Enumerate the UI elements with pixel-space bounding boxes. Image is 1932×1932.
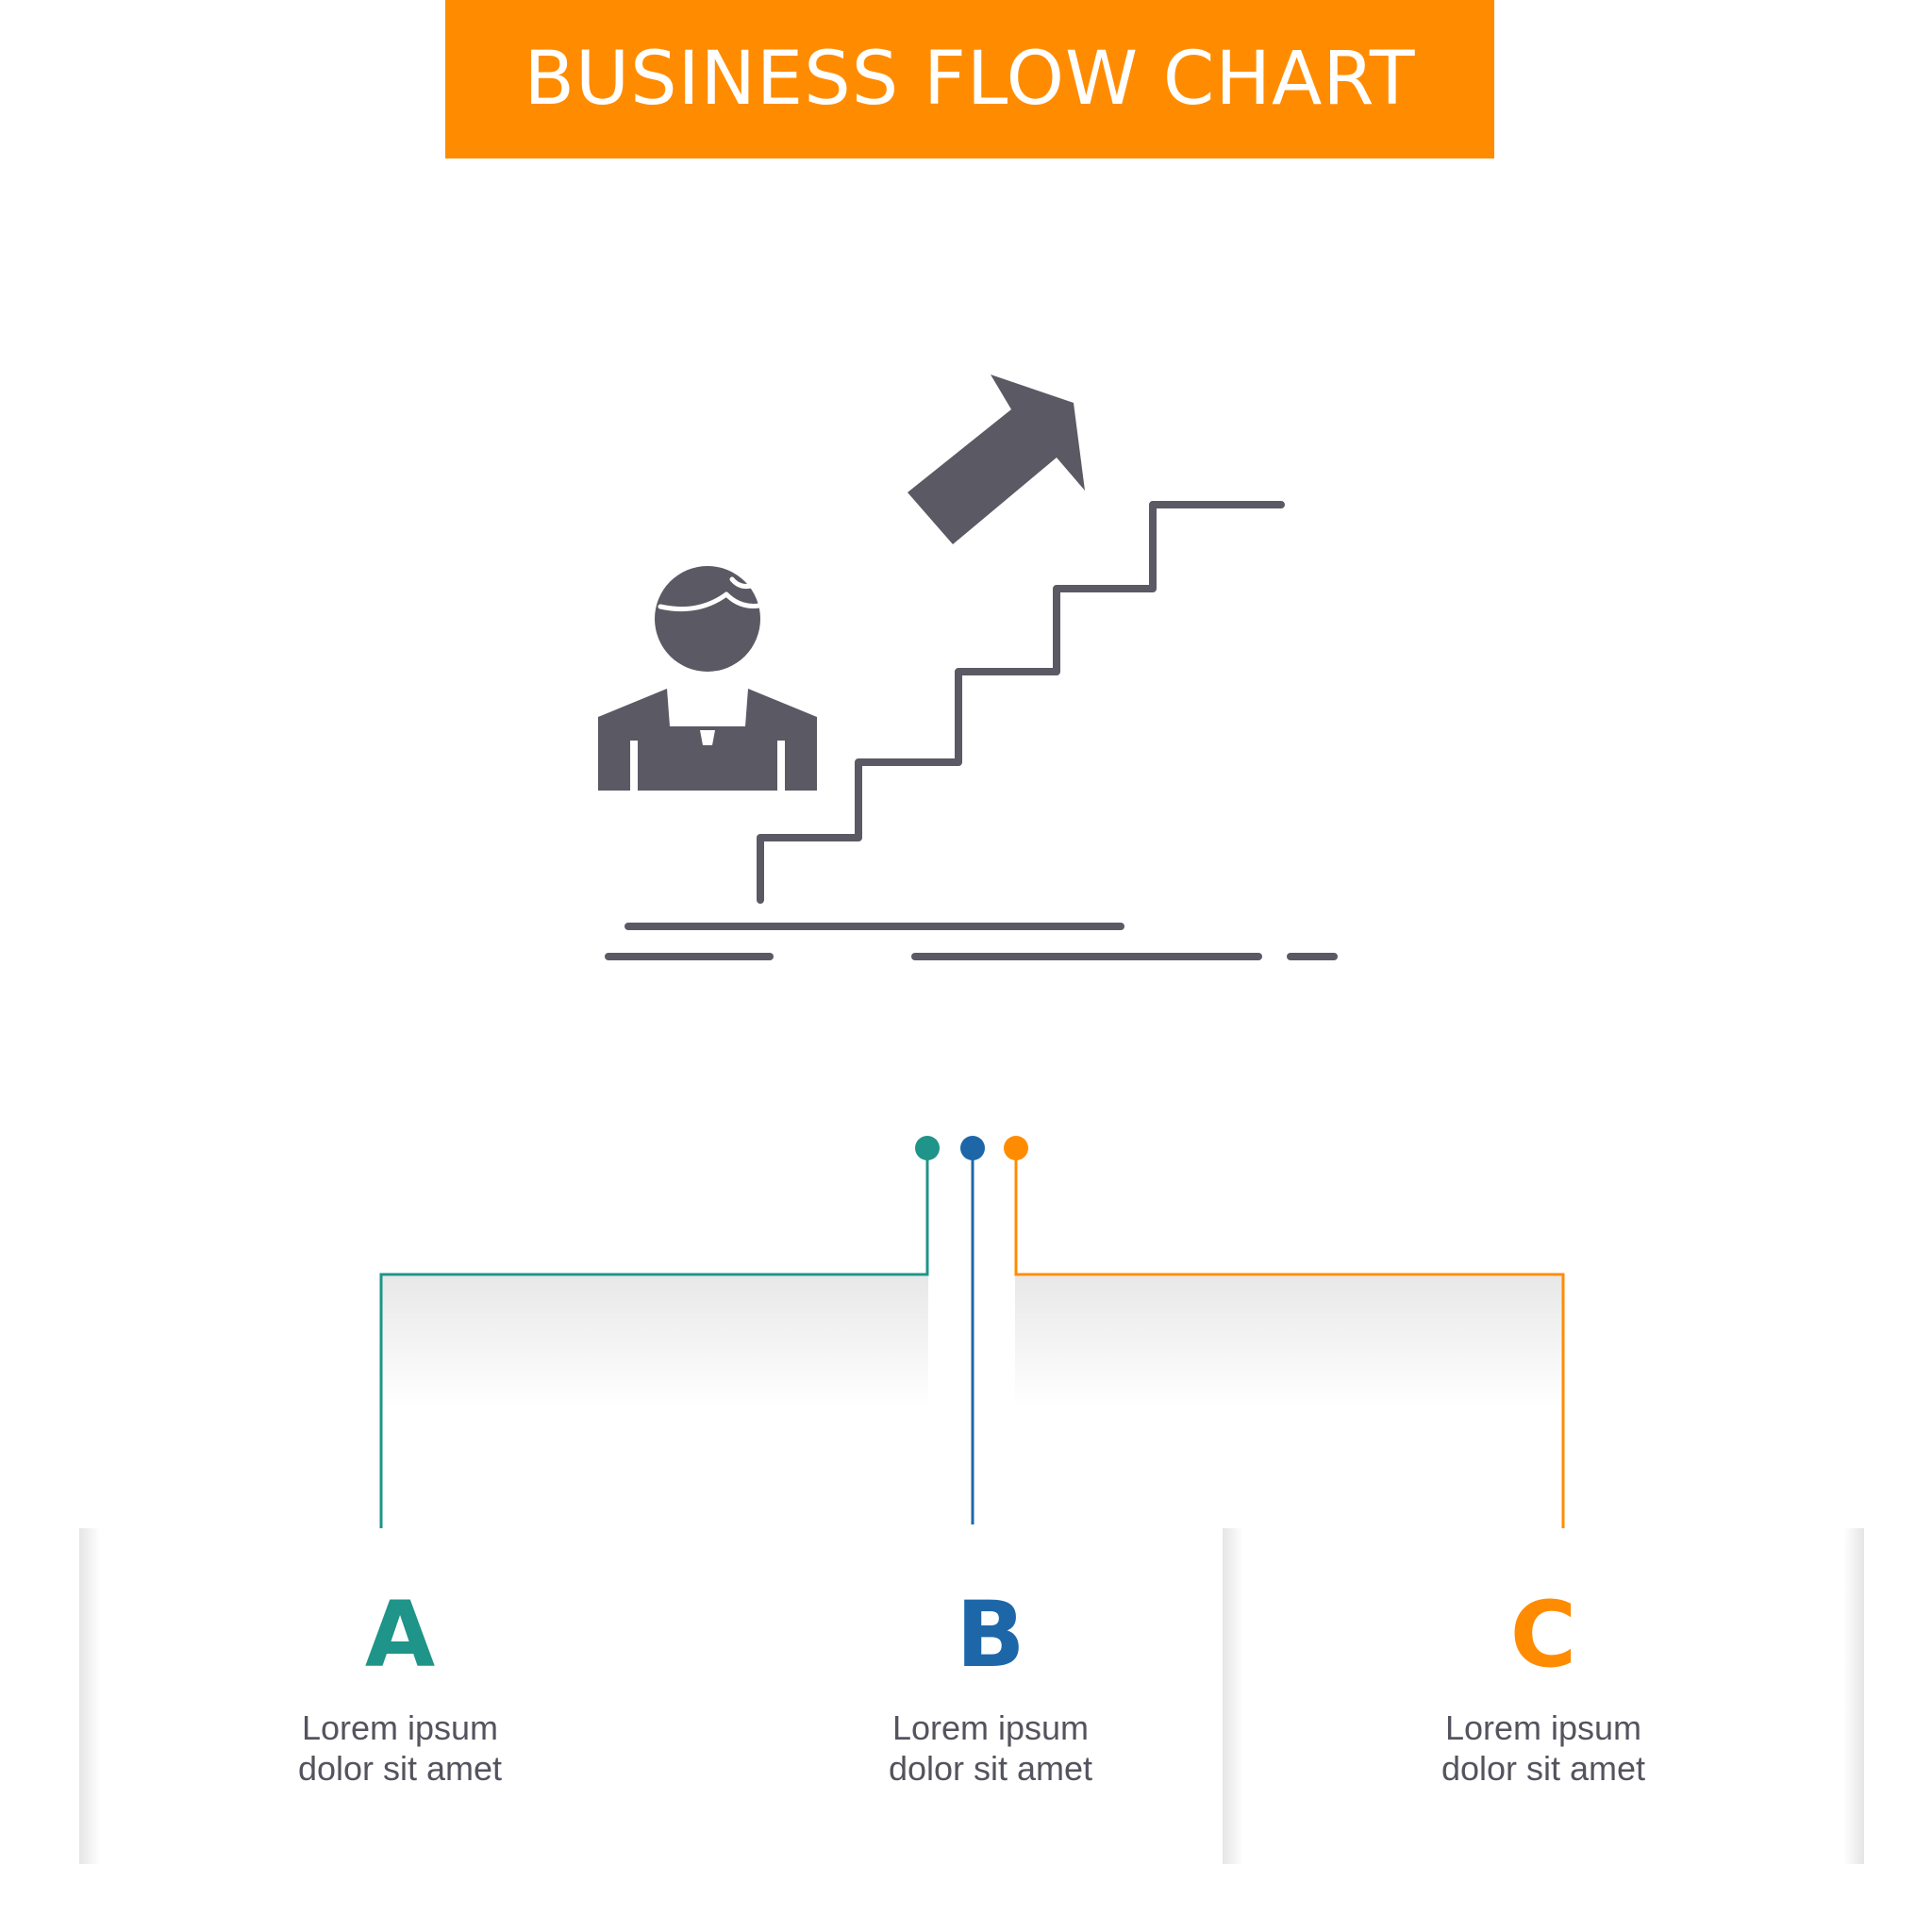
connector-shadow-right: [1015, 1276, 1562, 1408]
node-dot-a: [915, 1136, 940, 1160]
step-text-b: Lorem ipsum dolor sit amet: [670, 1707, 1311, 1789]
connector-c: [1014, 1148, 1565, 1543]
step-text-a-line1: Lorem ipsum: [301, 1708, 499, 1747]
step-letter-a: A: [364, 1582, 436, 1688]
staircase: [757, 501, 1285, 904]
connector-a: [379, 1148, 929, 1543]
step-text-b-line2: dolor sit amet: [888, 1749, 1093, 1788]
step-text-a-line2: dolor sit amet: [297, 1749, 503, 1788]
step-text-a: Lorem ipsum dolor sit amet: [79, 1707, 721, 1789]
step-text-c: Lorem ipsum dolor sit amet: [1223, 1707, 1864, 1789]
node-dot-c: [1004, 1136, 1028, 1160]
step-text-c-line1: Lorem ipsum: [1444, 1708, 1642, 1747]
step-letter-c: C: [1509, 1582, 1577, 1688]
connector-shadow-left: [381, 1276, 928, 1408]
step-letter-b: B: [956, 1582, 1025, 1688]
node-dot-b: [960, 1136, 985, 1160]
step-card-a: A Lorem ipsum dolor sit amet: [79, 1528, 721, 1864]
step-card-b: B Lorem ipsum dolor sit amet: [670, 1528, 1311, 1864]
page-title: BUSINESS FLOW CHART: [524, 37, 1416, 122]
step-text-c-line2: dolor sit amet: [1441, 1749, 1646, 1788]
step-card-c: C Lorem ipsum dolor sit amet: [1223, 1528, 1864, 1864]
step-text-b-line1: Lorem ipsum: [891, 1708, 1090, 1747]
person-head: [655, 566, 760, 672]
title-banner: BUSINESS FLOW CHART: [445, 0, 1494, 158]
growth-arrow-icon: [908, 375, 1085, 544]
